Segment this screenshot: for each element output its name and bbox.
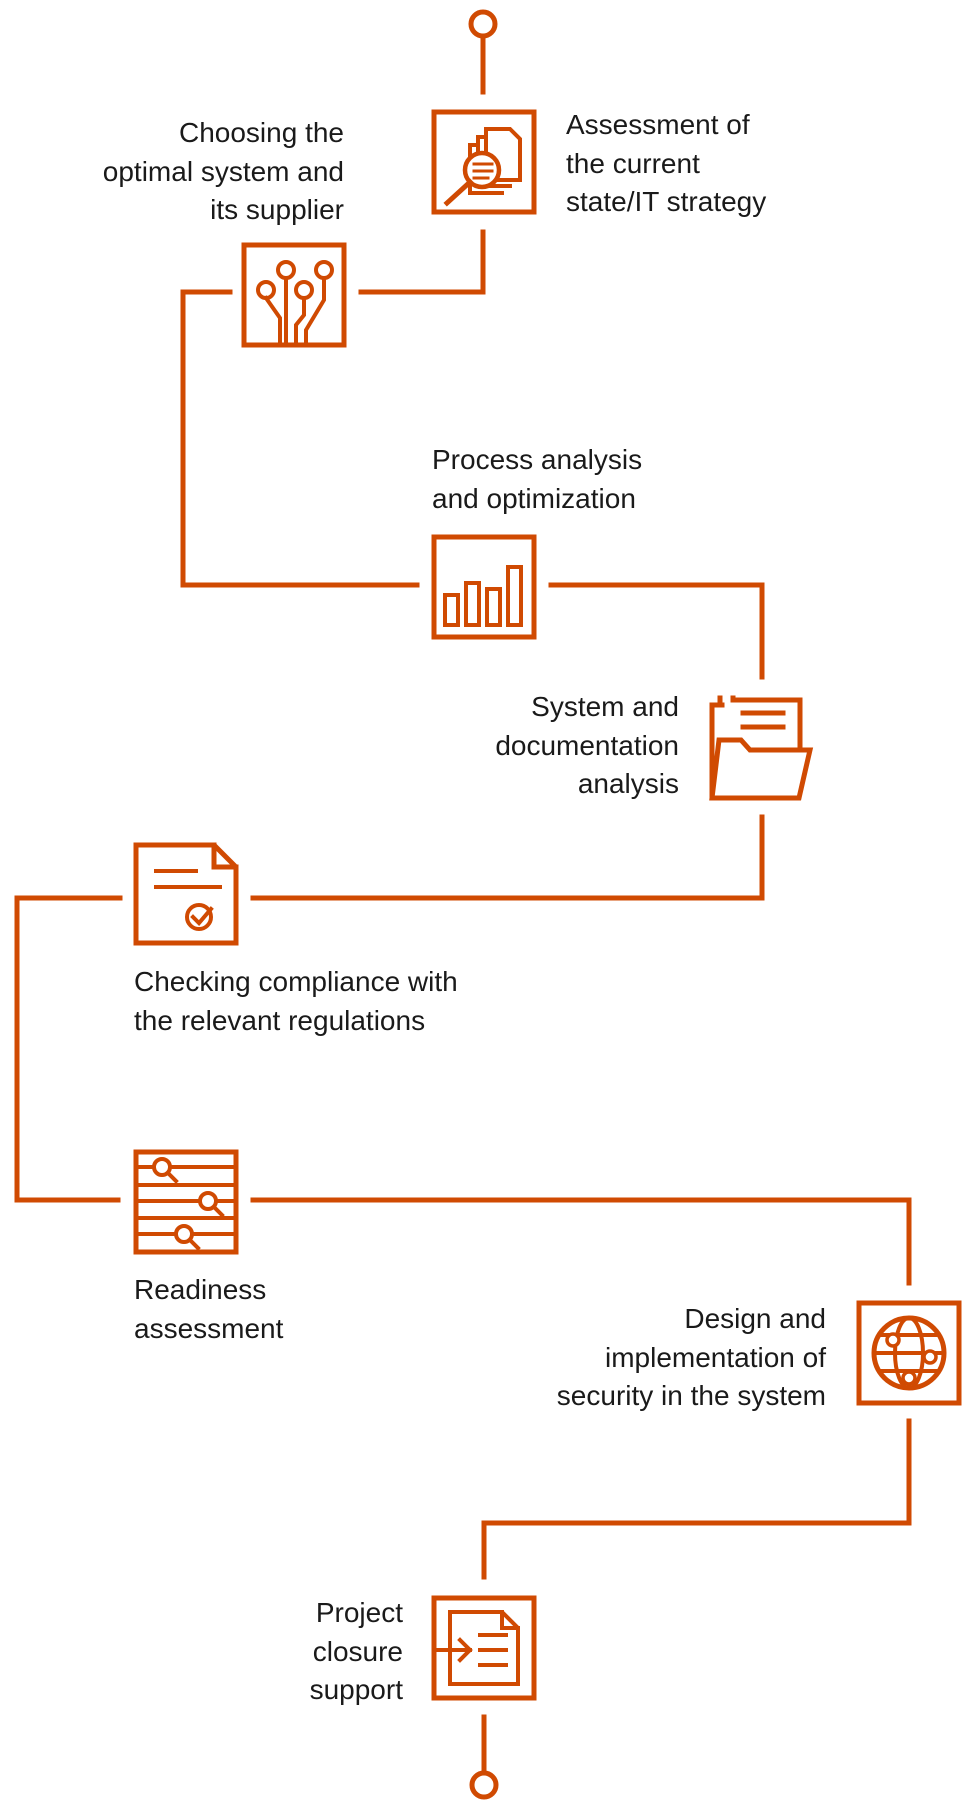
start-node-icon	[468, 9, 498, 39]
folder-icon	[709, 695, 814, 801]
document-check-icon	[133, 842, 239, 946]
bar-chart-icon	[431, 534, 537, 640]
end-node-icon	[469, 1770, 499, 1800]
circuit-icon	[241, 242, 347, 348]
document-arrow-icon	[431, 1595, 537, 1701]
globe-network-icon	[856, 1300, 962, 1406]
flow-connector-lines	[14, 34, 912, 1775]
document-magnifier-icon	[431, 109, 537, 215]
sliders-icon	[133, 1149, 239, 1255]
